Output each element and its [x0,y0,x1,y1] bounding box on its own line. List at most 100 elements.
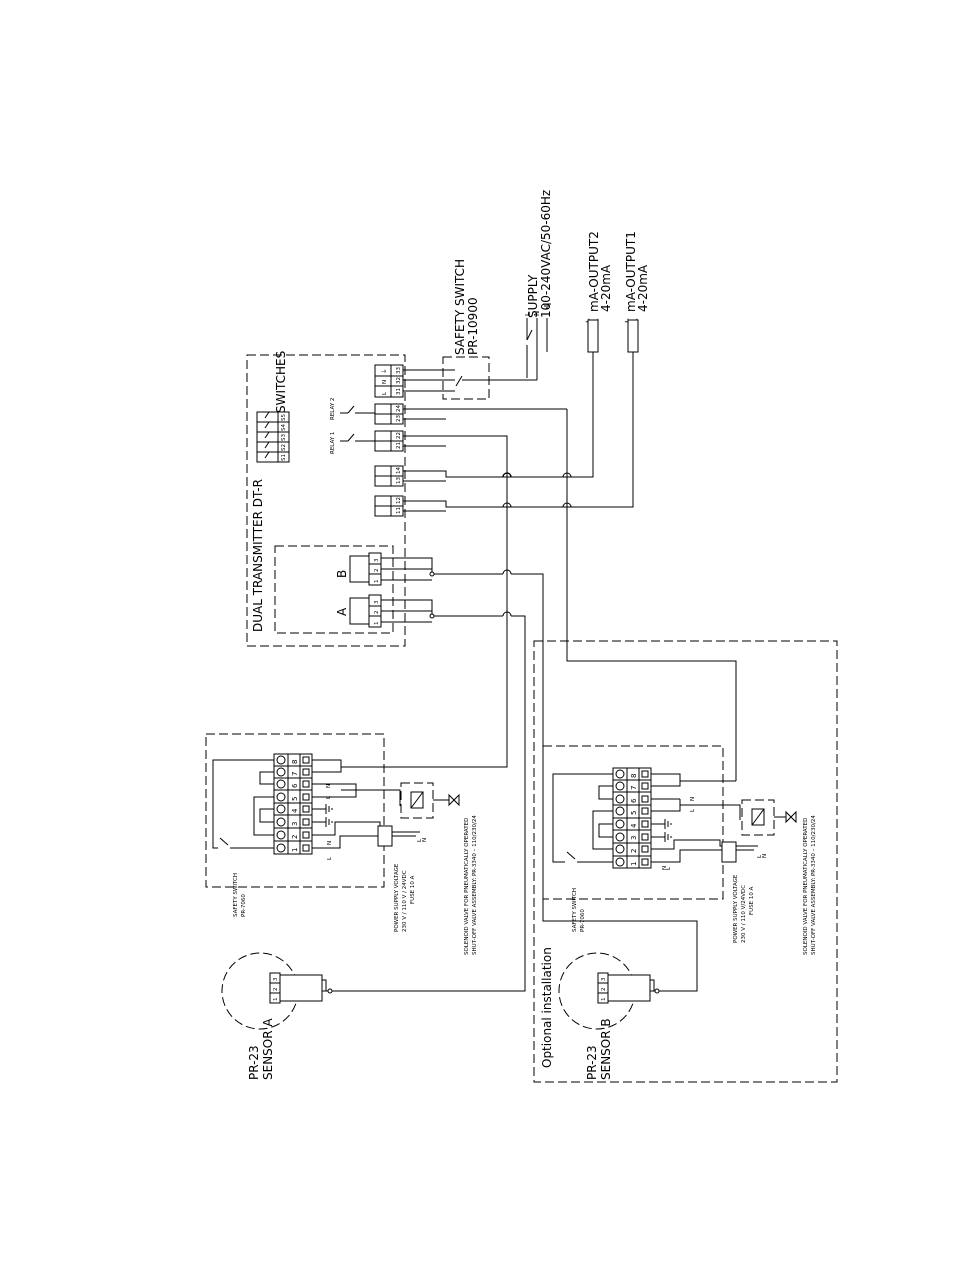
relay1-contact-icon [340,433,375,442]
sensor-input-enclosure [274,545,394,634]
safety-switch-main-model: PR-10900 [466,297,480,355]
va-t3: 3 [291,822,299,826]
b-t1: 1 [374,580,380,584]
supply-switch-icon [526,329,533,341]
solenoid-b-box [741,799,775,836]
valve-unit-b-safety-switch-icon [552,773,613,863]
output1-label-group: mA-OUTPUT1 4-20mA + − [623,231,650,353]
switches-block [256,411,290,463]
relay1-21-label: 21 [396,442,402,449]
va-safety-switch-label: SAFETY SWITCH [233,873,239,917]
supply-label-group: SUPPLY 100-240VAC/50-60Hz L N [524,190,553,378]
va-t7: 7 [291,772,299,776]
vb-n: N [662,866,668,870]
output2-cable-end [587,319,599,353]
safety-switch-main: SAFETY SWITCH PR-10900 [442,259,490,400]
va-solenoid-line2: SHUT-OFF VALVE ASSEMBLY: PR-3340 – 110/2… [472,815,478,955]
va-supply-line2: 230 V / 110 V / 24VDC [402,870,408,932]
output2-label-group: mA-OUTPUT2 4-20mA + − [584,231,613,353]
channel-a-label: A [335,607,349,616]
relay1-label: RELAY 1 [330,432,336,454]
supply-title: SUPPLY [526,274,540,318]
va-t2: 2 [291,835,299,839]
supply-rating: 100-240VAC/50-60Hz [539,190,553,318]
out1-terminal-block: 11 12 [374,495,404,517]
supply-l: L [524,312,532,316]
sensor-b-pin3: 3 [601,977,607,981]
vb-t7: 7 [630,786,638,790]
vb-t5: 5 [630,811,638,815]
solenoid-a-box [400,782,434,819]
out1-11-label: 11 [396,507,402,514]
va-valve-n: N [326,784,332,788]
switch-s2-label: S2 [281,444,287,451]
va-valve-l: L [326,795,332,799]
sensor-a-pin3: 3 [273,977,279,981]
sensor-b: 1 2 3 PR-23 SENSOR B [558,952,660,1080]
sensor-b-pin2: 2 [601,988,607,992]
power-n-label: N [382,380,388,384]
sensor-a-model: PR-23 [247,1045,261,1080]
sensor-b-pin1: 1 [601,998,607,1002]
b-t3: 3 [374,558,380,562]
va-t6: 6 [291,783,299,788]
vb-t6: 6 [630,798,638,803]
b-t2: 2 [374,569,380,573]
out2-terminal-block: 13 14 [374,465,404,487]
vb-supply-n: N [762,854,768,858]
power-pe-label: ⏚ [381,368,388,374]
sensor-a-name: SENSOR A [261,1018,275,1080]
out2-13-label: 13 [396,477,402,484]
sensor-a-pin1: 1 [273,998,279,1002]
switch-terminals: S5 S4 S3 S2 S1 [257,411,289,462]
relay2-24-label: 24 [396,405,402,412]
optional-enclosure [533,640,838,1083]
out1-12-label: 12 [396,497,402,504]
vb-t1: 1 [630,862,638,866]
power-terminal-block: L N ⏚ 31 32 33 [374,364,404,398]
relay2-terminal-block: 23 24 [374,403,404,425]
optional-label: Optional installation [540,947,554,1068]
relay2-label: RELAY 2 [330,398,336,420]
switch-s3-label: S3 [281,434,287,441]
va-solenoid-line1: SOLENOID VALVE FOR PNEUMATICALLY OPERATE… [464,818,470,955]
vb-supply-line2: 230 V / 110 V/24VDC [741,885,747,943]
vb-safety-model: PR-7060 [580,909,586,932]
power-l-label: L [382,391,388,395]
vb-supply-line1: POWER SUPPLY VOLTAGE [733,874,739,943]
valve-unit-a-relay-cable [311,759,342,773]
vb-solenoid-line2: SHUT-OFF VALVE ASSEMBLY: PR-3340 – 110/2… [811,815,817,955]
vb-t3: 3 [630,836,638,840]
output1-range: 4-20mA [636,264,650,312]
va-fuse: FUSE 10 A [410,875,416,904]
out2-14-label: 14 [396,467,402,474]
vb-safety-switch-label: SAFETY SWITCH [572,888,578,932]
dual-transmitter: DUAL TRANSMITTER DT-R SWITCHES S5 S4 S3 … [246,351,406,647]
relay1-22-label: 22 [396,432,402,439]
output1-cable-end [627,319,639,353]
safety-switch-main-box [442,356,490,400]
safety-switch-main-title: SAFETY SWITCH [453,259,467,355]
power-33-label: 33 [396,367,402,374]
valve-unit-b-relay-cable [650,773,681,787]
output1-title: mA-OUTPUT1 [624,231,638,312]
vb-valve-l: L [690,808,696,812]
sensor-a: 1 2 3 PR-23 SENSOR A [221,952,333,1080]
valve-unit-b-terminals: 1 2 3 4 5 6 7 8 [613,768,651,868]
power-31-label: 31 [396,388,402,395]
transmitter-title: DUAL TRANSMITTER DT-R [251,479,265,632]
vb-fuse: FUSE 10 A [749,886,755,915]
valve-unit-a: 1 2 3 4 5 6 7 8 N L L N N [205,733,478,955]
safety-switch-contact-icon [455,375,463,387]
sensor-b-name: SENSOR B [599,1018,613,1080]
output2-title: mA-OUTPUT2 [587,231,601,312]
a-t1: 1 [374,622,380,626]
va-n: N [327,841,333,845]
valve-unit-a-terminals: 1 2 3 4 5 6 7 8 [274,754,312,854]
channel-b-terminal-block: 1 2 3 [349,552,382,586]
power-32-label: 32 [396,377,402,384]
channel-a-terminal-block: 1 2 3 [349,594,382,628]
channel-b-label: B [335,570,349,578]
vb-t4: 4 [630,823,638,828]
